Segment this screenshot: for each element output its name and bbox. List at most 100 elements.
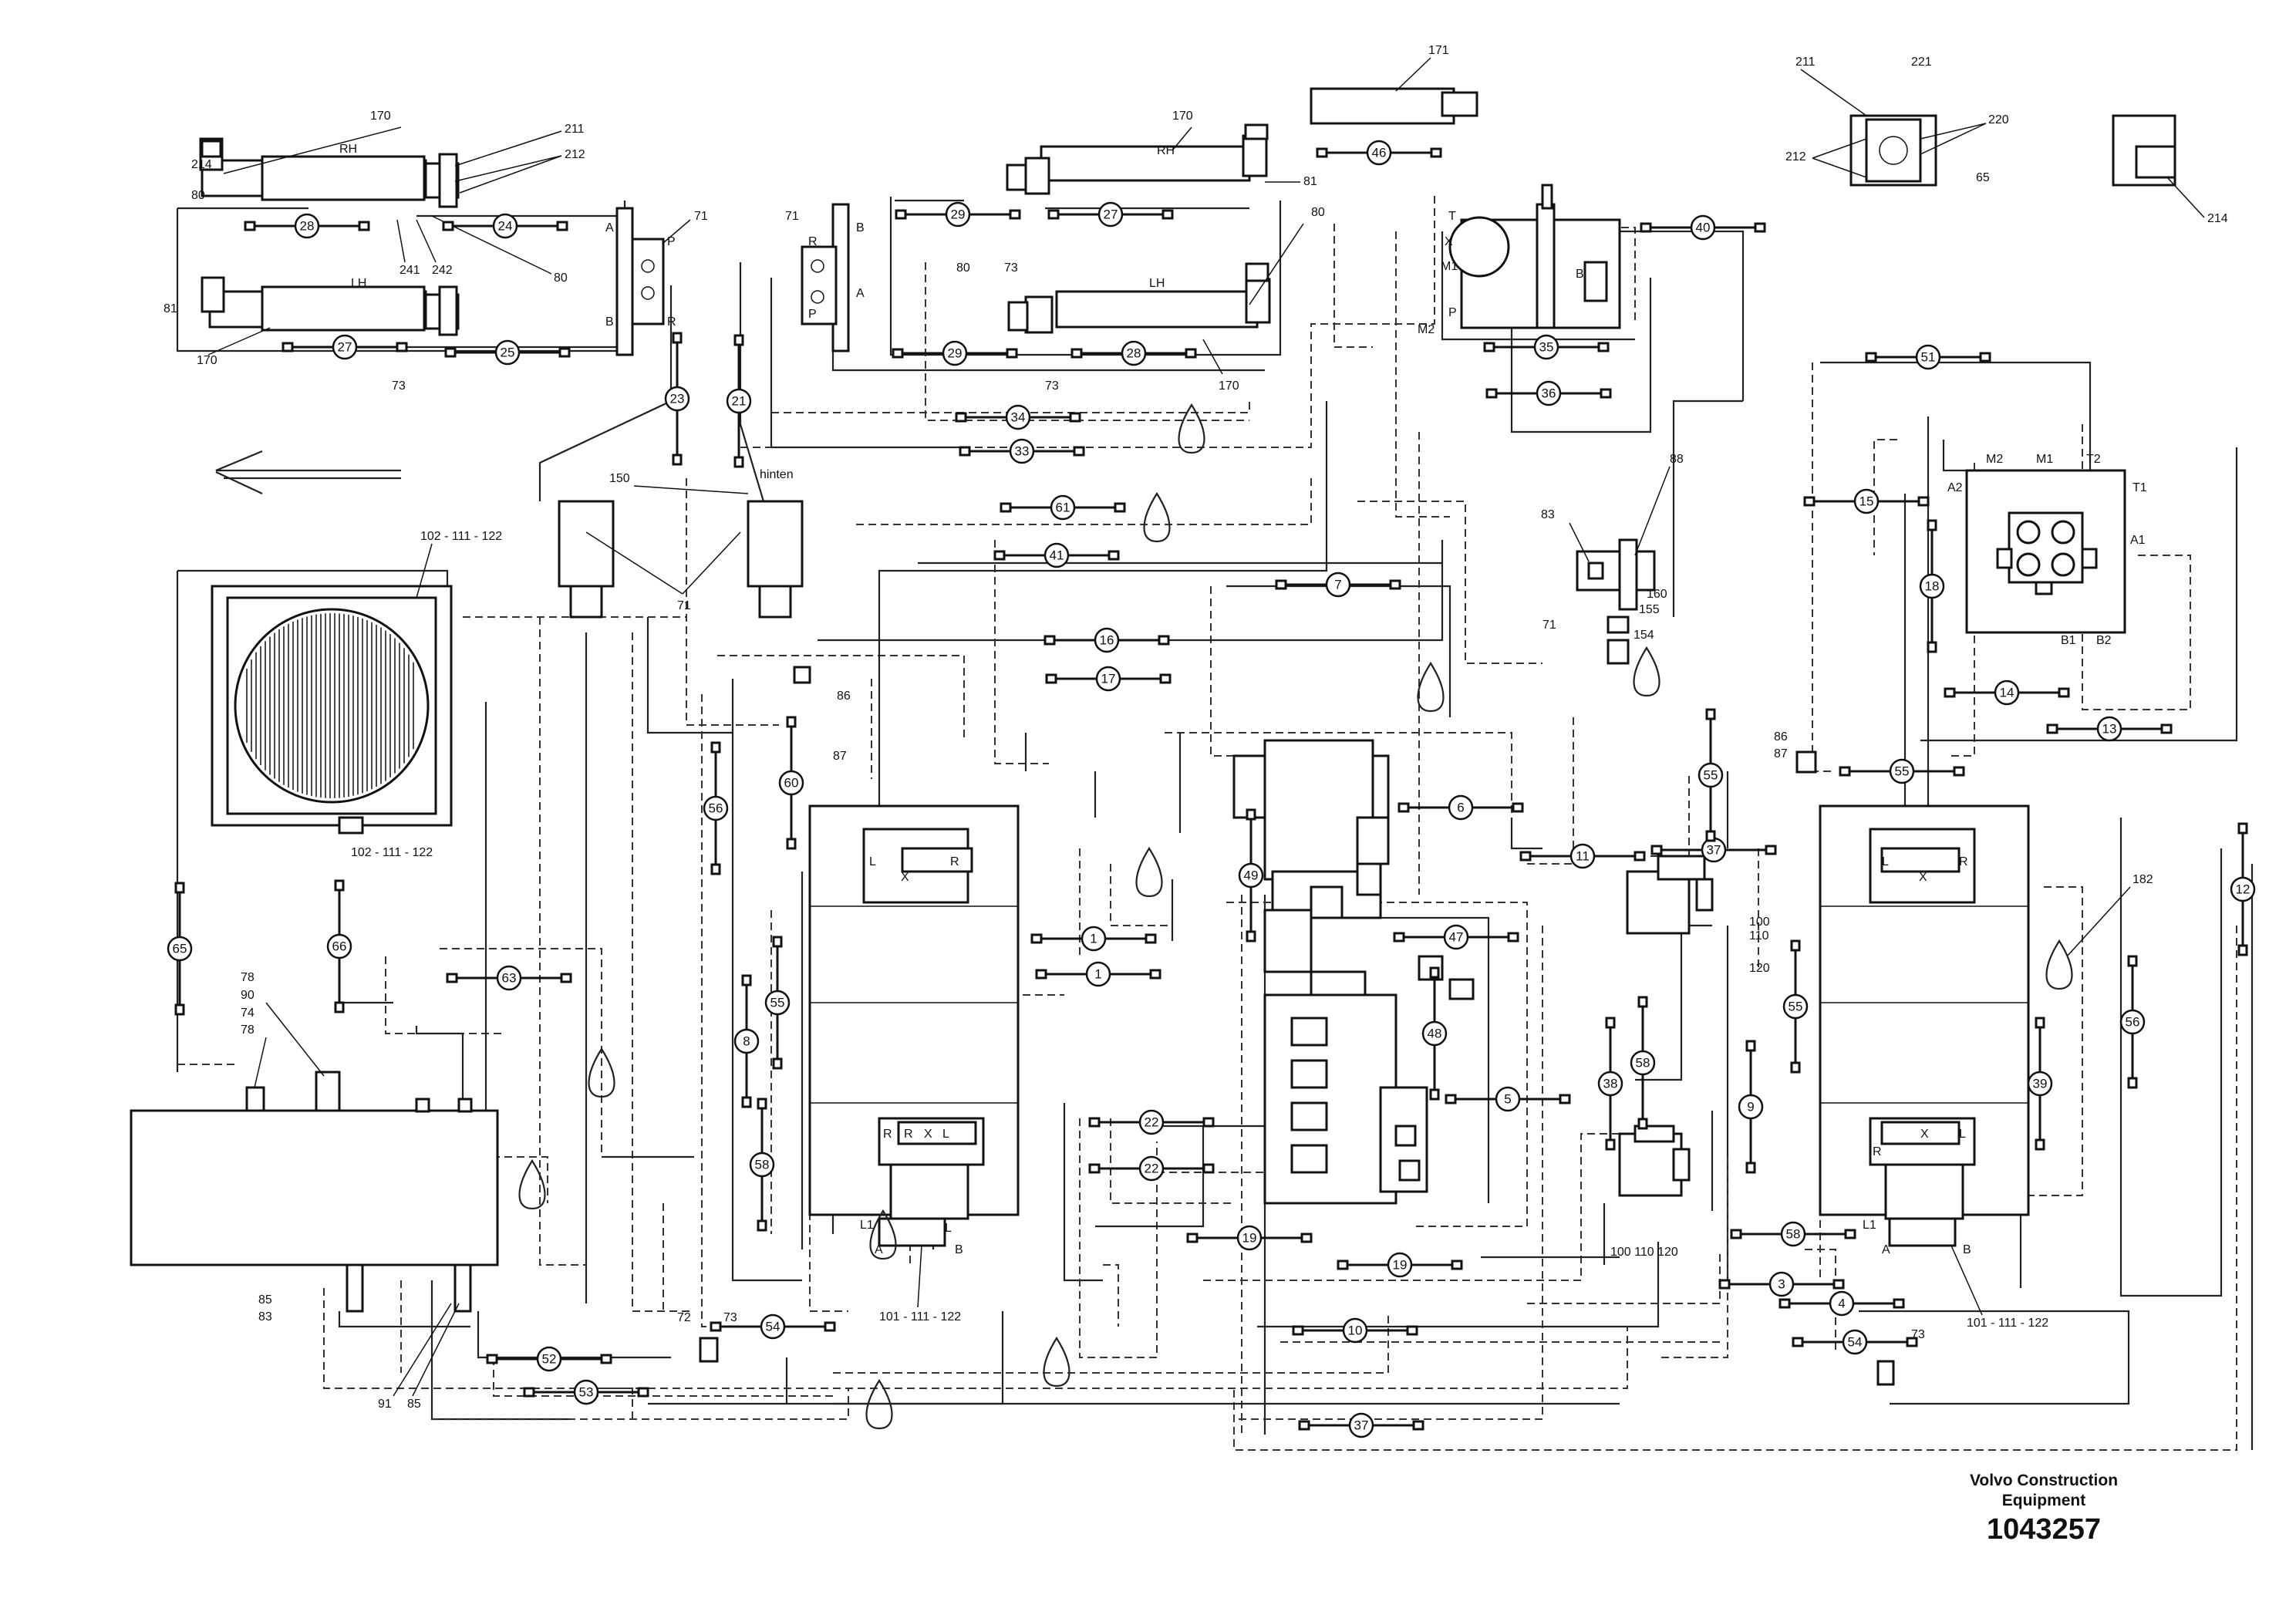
callout-87-left: 87: [833, 750, 847, 763]
direction-arrow: [215, 450, 401, 494]
callout-242: 242: [432, 264, 453, 277]
hose-28: 28: [244, 213, 370, 239]
callout-80-b: 80: [554, 271, 568, 285]
port-m2-label: M2: [1986, 453, 2003, 466]
hose-55: 55: [1782, 939, 1809, 1074]
hose-1: 1: [1035, 961, 1161, 987]
callout-182: 182: [2132, 873, 2153, 886]
hose-number-label: 56: [2126, 1015, 2140, 1030]
hose-number-label: 19: [1242, 1231, 1257, 1246]
hose-number-label: 35: [1539, 340, 1554, 355]
motor-valves: 100 110 120 100 110 120: [1610, 855, 1770, 1259]
hose-number-label: 19: [1393, 1258, 1408, 1273]
callout-241: 241: [400, 264, 420, 277]
port-m1-label: M1: [1441, 260, 1458, 273]
hose-number-label: 55: [1895, 764, 1910, 779]
hose-24: 24: [442, 213, 568, 239]
hose-53: 53: [523, 1379, 649, 1405]
motor-valve-upper: [1626, 870, 1691, 935]
port-r-label: R: [883, 1128, 892, 1141]
hose-number-label: 29: [948, 346, 963, 361]
detail-views: 211 221 212 220 65 214: [1785, 56, 2228, 225]
callout-221: 221: [1911, 56, 1932, 69]
port-r-label: R: [904, 1128, 913, 1141]
hose-25: 25: [444, 339, 571, 366]
callout-160: 160: [1647, 588, 1667, 601]
hose-number-label: 60: [784, 776, 799, 791]
hose-number-label: 52: [542, 1352, 557, 1367]
hose-number-label: 15: [1859, 494, 1874, 509]
hose-number-label: 14: [2000, 686, 2014, 700]
port-l-label: L: [869, 855, 876, 868]
hose-21: 21: [726, 334, 752, 468]
hose-number-label: 53: [579, 1385, 594, 1400]
hose-number-label: 46: [1372, 146, 1387, 160]
hose-number-label: 23: [670, 392, 685, 406]
callout-83: 83: [1541, 508, 1555, 521]
cylinder-side-label: LH: [351, 277, 366, 290]
callout-87-right: 87: [1774, 747, 1788, 760]
hose-number-label: 24: [498, 219, 513, 234]
hose-number-label: 9: [1747, 1100, 1754, 1114]
hose-number-label: 11: [1576, 849, 1590, 864]
port-a-label: A: [856, 287, 865, 300]
port-p-label: P: [667, 235, 676, 248]
hose-4: 4: [1778, 1290, 1905, 1317]
hose-14: 14: [1944, 679, 2070, 706]
callout-171: 171: [1428, 44, 1449, 57]
callout-71: 71: [694, 210, 708, 223]
callout-80-right: 80: [1311, 206, 1325, 219]
hose-number-label: 54: [1848, 1335, 1863, 1350]
callout-83-tank: 83: [258, 1310, 272, 1324]
hose-18: 18: [1919, 519, 1945, 653]
cylinder-assembly-top-middle: 71 R P B A RH 170 81 80 80 73 LH 170 73: [785, 110, 1325, 393]
callout-86-right: 86: [1774, 730, 1788, 744]
port-x-label: X: [1445, 235, 1453, 248]
cable-tie: [865, 1378, 893, 1430]
hose-56: 56: [2119, 955, 2146, 1089]
hose-16: 16: [1043, 627, 1170, 653]
cable-tie: [2045, 939, 2073, 990]
hose-number-label: 36: [1542, 386, 1556, 401]
port-x-label: X: [1919, 871, 1927, 884]
filter-right: [747, 500, 804, 588]
hose-13: 13: [2046, 716, 2173, 742]
port-p-label: P: [808, 308, 817, 321]
control-valve-block: M2 M1 T2 A2 T1 A1 B1 B2: [1947, 453, 2147, 647]
hose-29: 29: [892, 340, 1018, 366]
port-a2-label: A2: [1947, 481, 1963, 494]
hose-46: 46: [1316, 140, 1442, 166]
callout-214: 214: [191, 158, 212, 171]
port-b2-label: B2: [2096, 634, 2112, 647]
hose-27: 27: [1047, 201, 1174, 228]
hose-number-label: 40: [1696, 221, 1711, 235]
hose-28: 28: [1070, 340, 1197, 366]
hose-number-label: 51: [1921, 350, 1936, 365]
port-a1-label: A1: [2130, 534, 2146, 547]
port-b1-label: B1: [2061, 634, 2076, 647]
hose-38: 38: [1597, 1017, 1623, 1151]
port-l1-label: L1: [860, 1219, 874, 1232]
hose-54: 54: [1792, 1329, 1918, 1355]
hose-51: 51: [1865, 344, 1991, 370]
hose-3: 3: [1718, 1271, 1845, 1297]
hose-number-label: 22: [1145, 1115, 1159, 1130]
hose-5: 5: [1445, 1086, 1571, 1112]
callout-91: 91: [378, 1398, 392, 1411]
callout-88: 88: [1670, 453, 1684, 466]
hose-number-label: 41: [1050, 548, 1064, 563]
port-l-label-b: L: [945, 1222, 952, 1235]
callout-74: 74: [241, 1007, 255, 1020]
callout-170-right: 170: [1172, 110, 1193, 123]
hose-number-label: 4: [1838, 1297, 1845, 1311]
port-l-label: L: [1882, 855, 1889, 868]
oil-tank: 78 90 74 78 85 83 91 85 72 73: [130, 971, 737, 1411]
callout-220: 220: [1988, 113, 2009, 126]
hose-47: 47: [1393, 924, 1519, 950]
hose-34: 34: [955, 404, 1081, 430]
hose-52: 52: [486, 1346, 612, 1372]
drive-unit-left: L X R R R X L L1 A B L 101 - 111 - 122 8…: [793, 666, 1020, 1324]
port-b-label: B: [605, 315, 614, 329]
pump-body: [1263, 993, 1397, 1205]
